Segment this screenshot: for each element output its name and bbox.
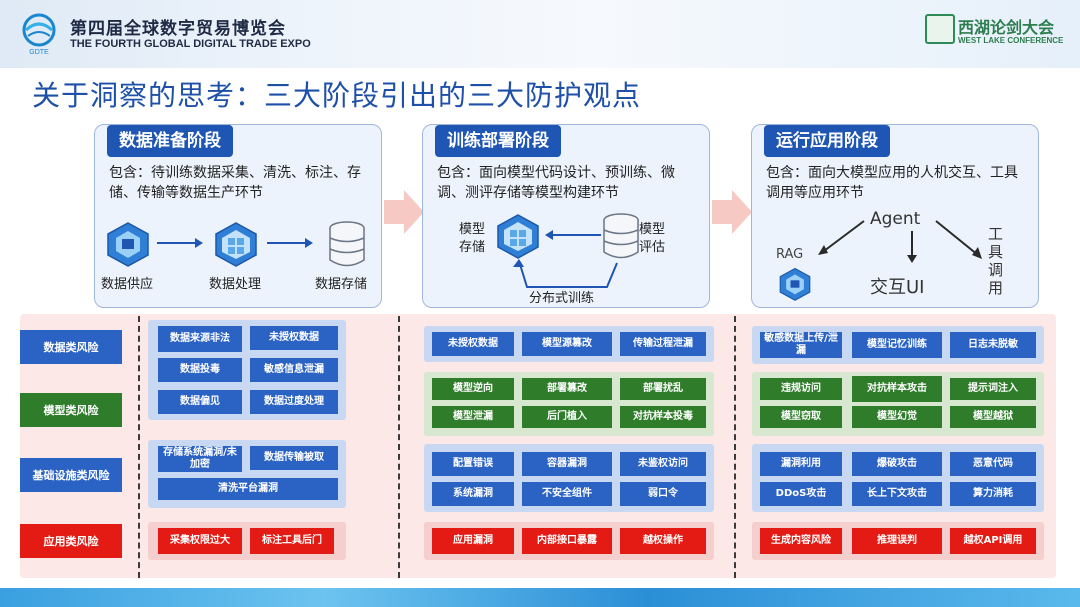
risk-cell: 敏感数据上传/泄漏 bbox=[760, 332, 842, 358]
stage-data-prep: 数据准备阶段 包含：待训练数据采集、清洗、标注、存储、传输等数据生产环节 数据供… bbox=[94, 124, 382, 308]
risk-cell: 容器漏洞 bbox=[522, 452, 612, 476]
risk-cell: 恶意代码 bbox=[950, 452, 1036, 476]
gdte-logo-icon: GDTE bbox=[22, 13, 56, 56]
risk-cell: 清洗平台漏洞 bbox=[158, 478, 338, 500]
tool-call-label: 工 具 调 用 bbox=[988, 225, 1004, 297]
risk-cell: 数据投毒 bbox=[158, 358, 242, 382]
risk-cell: 模型源篡改 bbox=[522, 332, 612, 356]
risk-label-data: 数据类风险 bbox=[20, 330, 122, 364]
risk-cell: 部署扰乱 bbox=[620, 378, 706, 400]
stage-arrow-icon bbox=[712, 190, 752, 234]
footer-band bbox=[0, 588, 1080, 607]
risk-label-model: 模型类风险 bbox=[20, 393, 122, 427]
rag-label: RAG bbox=[776, 247, 804, 262]
data-processing-icon bbox=[215, 222, 257, 267]
risk-cell: 爆破攻击 bbox=[852, 452, 942, 476]
risk-cell: 应用漏洞 bbox=[432, 528, 514, 554]
risk-cell: 配置错误 bbox=[432, 452, 514, 476]
risk-cell: 传输过程泄漏 bbox=[620, 332, 706, 356]
risk-cell: 模型窃取 bbox=[760, 406, 842, 428]
risk-cell: 生成内容风险 bbox=[760, 528, 842, 554]
risk-cell: DDoS攻击 bbox=[760, 482, 842, 506]
cycle-arrow-icon bbox=[513, 259, 618, 288]
flow-arrow-icon bbox=[157, 238, 203, 248]
rag-cube-icon bbox=[779, 267, 811, 301]
node-label: 数据存储 bbox=[315, 277, 368, 292]
node-label: 模型 存储 bbox=[459, 222, 486, 255]
stage-desc: 包含：面向大模型应用的人机交互、工具调用等应用环节 bbox=[766, 165, 1018, 201]
divider bbox=[398, 316, 400, 578]
risk-cell: 采集权限过大 bbox=[158, 528, 242, 554]
slide-title-sep: ： bbox=[235, 79, 265, 112]
stage-training: 训练部署阶段 包含：面向模型代码设计、预训练、微调、测评存储等模型构建环节 模型… bbox=[422, 124, 710, 308]
risk-cell: 违规访问 bbox=[760, 378, 842, 400]
expo-title-cn: 第四届全球数字贸易博览会 bbox=[70, 19, 286, 39]
risk-cell: 模型越狱 bbox=[950, 406, 1036, 428]
risk-cell: 系统漏洞 bbox=[432, 482, 514, 506]
risk-cell: 模型记忆训练 bbox=[852, 332, 942, 358]
risk-cell: 模型逆向 bbox=[432, 378, 514, 400]
slide-title-part2: 三大阶段引出的三大防护观点 bbox=[264, 79, 642, 112]
risk-cell: 对抗样本攻击 bbox=[852, 376, 942, 402]
stage-title: 数据准备阶段 bbox=[107, 125, 233, 157]
risk-cell: 日志未脱敏 bbox=[950, 332, 1036, 358]
node-label: 分布式训练 bbox=[529, 291, 595, 306]
risk-cell: 未授权数据 bbox=[250, 326, 338, 350]
risk-cell: 数据来源非法 bbox=[158, 326, 242, 352]
database-icon bbox=[329, 221, 365, 267]
risk-cell: 模型泄漏 bbox=[432, 406, 514, 428]
risk-cell: 不安全组件 bbox=[522, 482, 612, 506]
risk-cell: 越权操作 bbox=[620, 528, 706, 554]
flow-arrow-icon bbox=[545, 230, 601, 240]
risk-cell: 长上下文攻击 bbox=[852, 482, 942, 506]
risk-cell: 越权API调用 bbox=[950, 528, 1036, 554]
risk-cell: 算力消耗 bbox=[950, 482, 1036, 506]
west-lake-logo-icon bbox=[925, 14, 955, 44]
risk-cell: 部署篡改 bbox=[522, 378, 612, 400]
risk-cell: 标注工具后门 bbox=[250, 528, 334, 554]
risk-cell: 推理误判 bbox=[852, 528, 942, 554]
risk-cell: 敏感信息泄漏 bbox=[250, 358, 338, 382]
stage-title: 训练部署阶段 bbox=[435, 125, 561, 157]
agent-label: Agent bbox=[870, 209, 921, 229]
divider bbox=[734, 316, 736, 578]
risk-cell: 未鉴权访问 bbox=[620, 452, 706, 476]
risk-label-infra: 基础设施类风险 bbox=[20, 458, 122, 492]
risk-cell: 漏洞利用 bbox=[760, 452, 842, 476]
data-supply-icon bbox=[107, 222, 149, 267]
risk-cell: 内部接口暴露 bbox=[522, 528, 612, 554]
west-lake-title-cn: 西湖论剑大会 bbox=[958, 18, 1055, 37]
stage-arrow-icon bbox=[384, 190, 424, 234]
risk-cell: 存储系统漏洞/未加密 bbox=[158, 446, 242, 472]
node-label: 数据供应 bbox=[101, 277, 154, 292]
svg-text:GDTE: GDTE bbox=[29, 49, 49, 56]
agent-arrows-icon bbox=[818, 220, 982, 263]
risk-cell: 模型幻觉 bbox=[852, 406, 942, 428]
risk-cell: 弱口令 bbox=[620, 482, 706, 506]
model-storage-icon bbox=[497, 214, 539, 259]
risk-cell: 数据过度处理 bbox=[250, 390, 338, 414]
west-lake-title-en: WEST LAKE CONFERENCE bbox=[958, 36, 1064, 45]
risk-cell: 未授权数据 bbox=[432, 332, 514, 356]
risk-cell: 数据传输被取 bbox=[250, 446, 338, 470]
risk-cell: 提示词注入 bbox=[950, 378, 1036, 400]
header-band: GDTE 第四届全球数字贸易博览会 THE FOURTH GLOBAL DIGI… bbox=[0, 0, 1080, 68]
interaction-ui-label: 交互UI bbox=[870, 277, 925, 298]
stage-application: 运行应用阶段 包含：面向大模型应用的人机交互、工具调用等应用环节 Agent R… bbox=[751, 124, 1039, 308]
divider bbox=[138, 316, 140, 578]
stage-desc: 包含：待训练数据采集、清洗、标注、存储、传输等数据生产环节 bbox=[109, 165, 361, 201]
risk-cell: 数据偏见 bbox=[158, 390, 242, 414]
expo-title-en: THE FOURTH GLOBAL DIGITAL TRADE EXPO bbox=[70, 38, 311, 50]
risk-label-app: 应用类风险 bbox=[20, 524, 122, 558]
node-label: 数据处理 bbox=[209, 277, 262, 292]
risk-cell: 对抗样本投毒 bbox=[620, 406, 706, 428]
risk-cell: 后门植入 bbox=[522, 406, 612, 428]
stage-title: 运行应用阶段 bbox=[764, 125, 890, 157]
flow-arrow-icon bbox=[267, 238, 313, 248]
node-label: 模型 评估 bbox=[639, 222, 666, 255]
slide-title-part1: 关于洞察的思考 bbox=[32, 79, 236, 112]
stage-desc: 包含：面向模型代码设计、预训练、微调、测评存储等模型构建环节 bbox=[437, 165, 675, 201]
slide-title: 关于洞察的思考：三大阶段引出的三大防护观点 bbox=[32, 74, 641, 114]
database-icon bbox=[603, 213, 639, 259]
